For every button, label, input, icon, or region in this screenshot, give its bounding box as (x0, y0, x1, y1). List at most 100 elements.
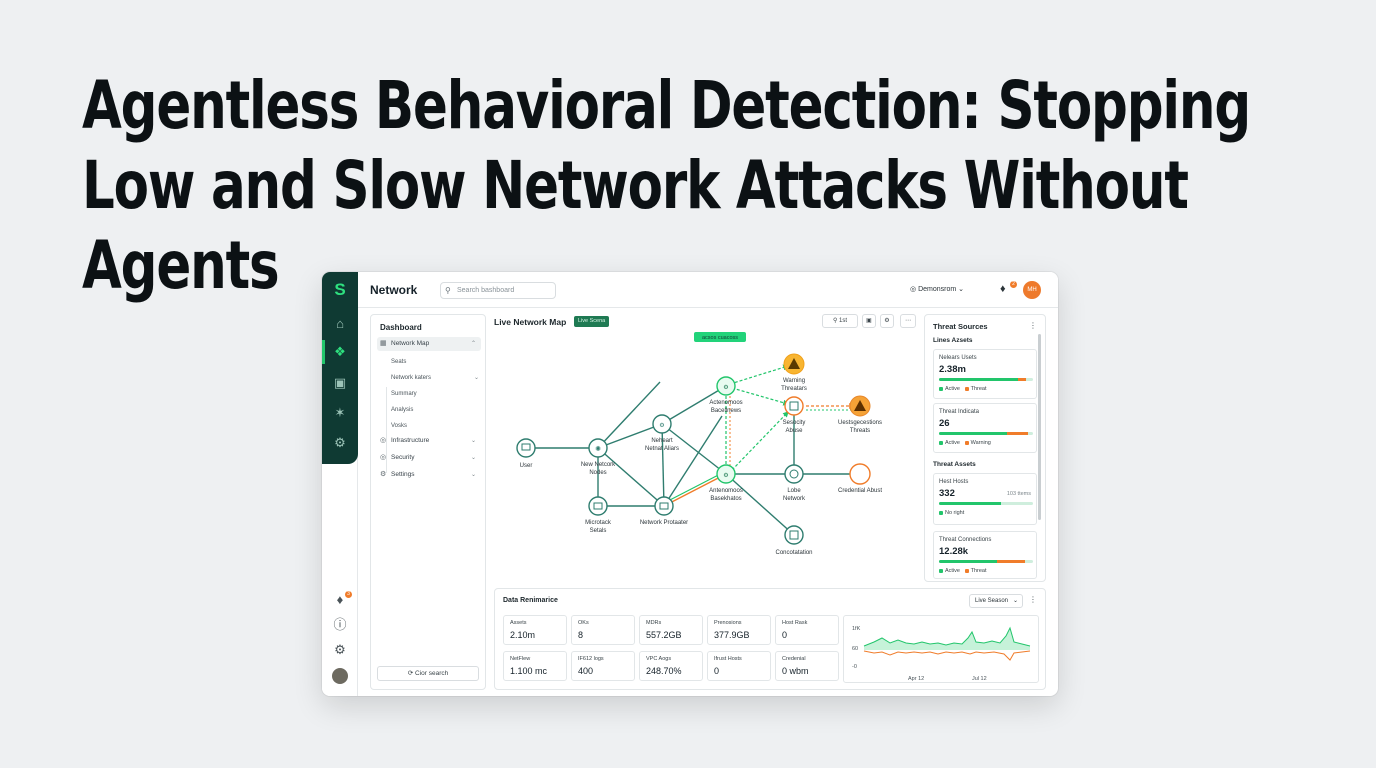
node-consolidation[interactable] (784, 525, 804, 545)
section-title: Lines Azsets (933, 337, 973, 344)
logo-icon[interactable]: S (334, 280, 346, 299)
sidebar-item-label: Settings (391, 471, 415, 478)
x-tick: Jul 12 (972, 676, 987, 682)
sidebar-subitem-summary[interactable]: Summary (391, 391, 417, 397)
chevron-down-icon: ⌄ (470, 438, 476, 444)
card-label: Nelears Usets (939, 355, 977, 361)
help-icon[interactable]: ⓘ (333, 617, 347, 632)
image-icon[interactable]: ▣ (862, 314, 876, 328)
threat-card[interactable]: Nelears Usets 2.38m Active Threat (933, 349, 1037, 399)
node-new-network-nodes[interactable] (588, 438, 608, 458)
screen-icon (593, 502, 603, 510)
bar-green (939, 560, 997, 563)
threat-card[interactable]: Threat Connections 12.28k Active Threat (933, 531, 1037, 579)
hub-icon: ✺ (595, 445, 601, 453)
more-icon[interactable]: ⋮ (1029, 595, 1037, 604)
sidebar-subitem-analysis[interactable]: Analysis (391, 407, 414, 413)
metric-tile[interactable]: VPC Aogs 248.70% (639, 651, 703, 681)
node-microtack[interactable] (588, 496, 608, 516)
card-bar (939, 502, 1033, 505)
workspace-selector[interactable]: ◎ Demonsrom ⌄ (910, 285, 964, 293)
settings-icon[interactable]: ⚙ (880, 314, 894, 328)
node-label: Antenomoos (709, 488, 743, 494)
metric-value: 557.2GB (646, 630, 682, 640)
node-label: Network (783, 496, 806, 502)
sparkline-svg: 1fK 60 -0 Apr 12 Jul 12 (852, 626, 1031, 682)
node-label: User (520, 463, 533, 469)
season-select[interactable]: Live Season ⌄ (969, 594, 1023, 608)
bar-green (939, 378, 1018, 381)
bar-green (939, 432, 1007, 435)
sidebar-subitem-network-katers[interactable]: Network katers ⌄ (391, 373, 479, 383)
user-avatar[interactable] (332, 668, 348, 684)
home-icon[interactable]: ⌂ (336, 316, 344, 331)
zoom-tool-group[interactable]: ⚲ 1st (822, 314, 858, 328)
node-label: Lobe (787, 488, 801, 494)
settings-icon[interactable]: ⚙ (334, 642, 346, 657)
node-autonomous-top[interactable] (716, 376, 736, 396)
chip-icon: ⚙ (723, 384, 728, 391)
server-icon (789, 401, 799, 411)
search-icon: ⚲ (445, 286, 451, 295)
node-security-abuse[interactable] (784, 396, 804, 416)
x-tick: Apr 12 (908, 676, 924, 682)
select-value: Live Season (975, 598, 1009, 604)
device-icon (659, 502, 669, 510)
bell-icon[interactable]: ♦ (336, 592, 344, 607)
node-network-protector[interactable] (654, 496, 674, 516)
node-netnat[interactable] (652, 414, 672, 434)
node-label: New Netcork (581, 462, 616, 468)
sidebar-item-network-map[interactable]: ▦ Network Map ⌃ (377, 337, 481, 351)
cog-icon: ⚙ (659, 422, 664, 429)
node-user[interactable] (516, 438, 536, 458)
card-bar (939, 432, 1033, 435)
more-icon[interactable]: ⋮ (1029, 321, 1037, 330)
more-icon[interactable]: ⋯ (900, 314, 916, 328)
legend-label: Active (945, 386, 960, 392)
sidebar-subitem-seats[interactable]: Seats (391, 359, 407, 365)
bolt-icon[interactable]: ✶ (334, 405, 346, 420)
sidebar-item-settings[interactable]: ⚙ Settings ⌄ (377, 468, 481, 482)
node-label: Basekhatos (710, 496, 741, 502)
node-label: Sesocity (783, 420, 806, 426)
network-icon[interactable]: ❖ (334, 344, 346, 359)
clear-search-button[interactable]: ⟳ Cior search (377, 666, 479, 681)
search-input[interactable]: ⚲ Search bashboard (440, 282, 556, 299)
card-legend: Active Threat (939, 568, 986, 574)
notification-bell-icon[interactable]: ♦ (1000, 283, 1006, 295)
node-lobe-network[interactable] (784, 464, 804, 484)
folder-icon[interactable]: ▣ (333, 375, 347, 390)
card-value: 26 (939, 418, 950, 429)
threat-card[interactable]: Hest Hosts 332 103 ttems No right (933, 473, 1037, 525)
metric-value: 400 (578, 666, 594, 676)
page-headline: Agentless Behavioral Detection: Stopping… (82, 67, 1251, 304)
node-label: Nodes (589, 470, 606, 476)
metric-value: 248.70% (646, 666, 682, 676)
metric-label: NetFlew (510, 656, 531, 662)
sidebar-subitem-vosks[interactable]: Vosks (391, 423, 408, 429)
legend-label: Threat (970, 386, 987, 392)
node-label: Threats (850, 428, 870, 434)
metric-tile[interactable]: IF612 logs 400 (571, 651, 635, 681)
threat-card[interactable]: Threat Indicata 26 Active Warning (933, 403, 1037, 453)
metric-value: 0 wbm (782, 666, 809, 676)
sidebar-item-infrastructure[interactable]: ◎ Infrastructure ⌄ (377, 434, 481, 448)
metric-label: VPC Aogs (646, 656, 672, 662)
gear-icon[interactable]: ⚙ (334, 435, 346, 450)
node-autonomous-bottom[interactable] (716, 464, 736, 484)
node-credential-abuse[interactable] (849, 463, 871, 485)
map-edges (534, 364, 860, 536)
avatar[interactable]: MH (1023, 281, 1041, 299)
card-label: Threat Connections (939, 537, 992, 543)
metric-label: IF612 logs (578, 656, 604, 662)
panel-scrollbar[interactable] (1038, 334, 1041, 520)
sidebar-item-security[interactable]: ◎ Security ⌄ (377, 451, 481, 465)
